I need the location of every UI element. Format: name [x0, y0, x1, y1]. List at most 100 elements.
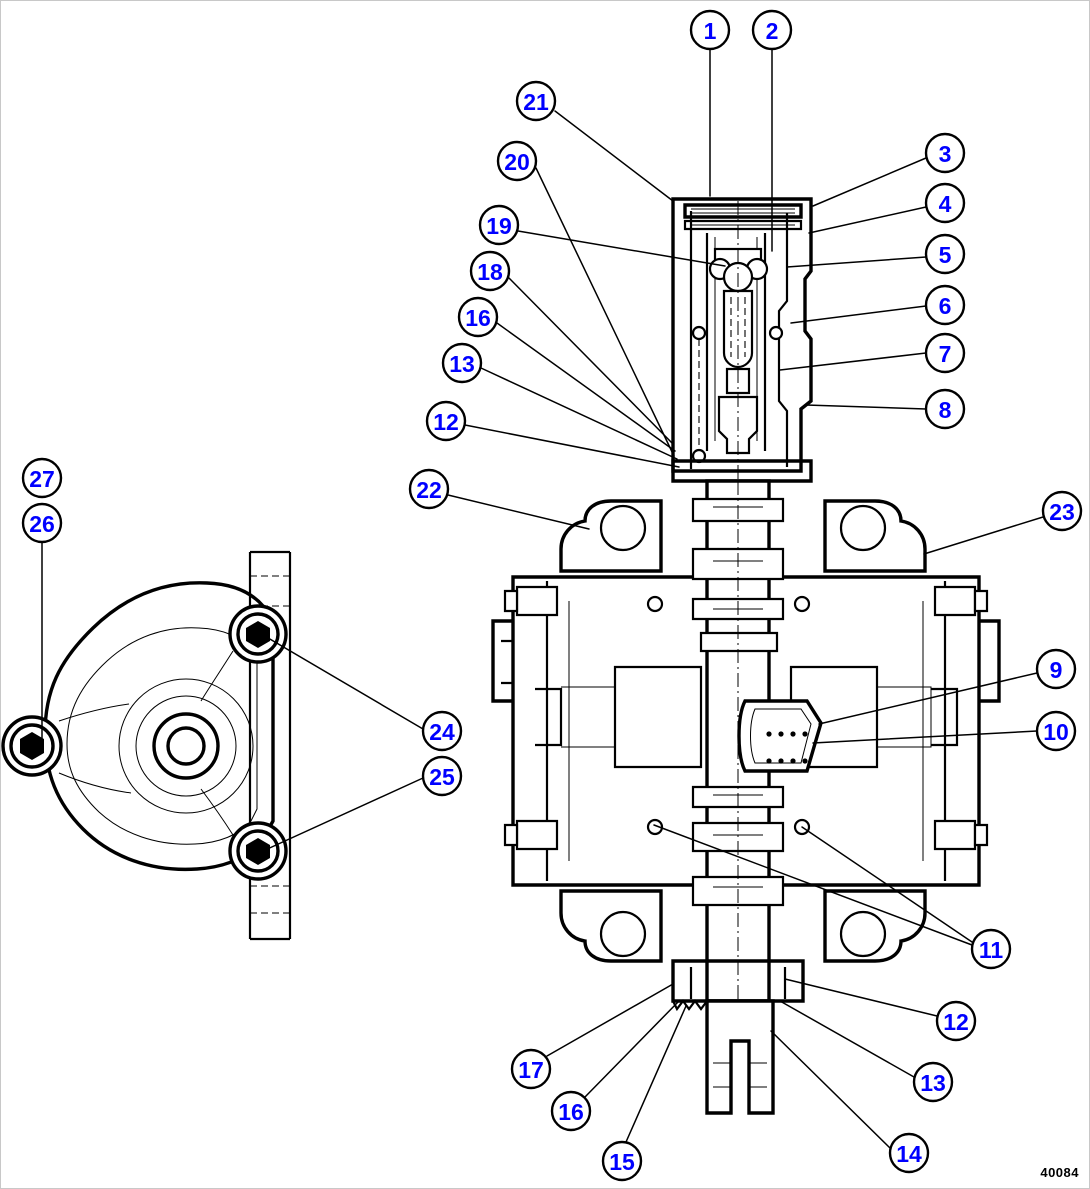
callout-leader-7 [779, 352, 927, 371]
callout-number: 13 [449, 351, 475, 377]
callout-number: 9 [1050, 657, 1063, 683]
body-bolt-ul [503, 585, 559, 617]
callout-leader-15 [625, 1005, 687, 1143]
clevis-fork [705, 999, 775, 1115]
callout-number: 17 [518, 1057, 544, 1083]
callout-number: 20 [504, 149, 530, 175]
callout-23[interactable]: 23 [1041, 490, 1083, 532]
seal-dots-bottom [766, 758, 808, 764]
callout-number: 24 [429, 719, 455, 745]
callout-12[interactable]: 12 [425, 400, 467, 442]
callout-11[interactable]: 11 [970, 928, 1012, 970]
callout-number: 6 [939, 293, 952, 319]
callout-bubble [21, 457, 63, 499]
cover-bolt-top [228, 604, 288, 664]
callout-14[interactable]: 14 [888, 1132, 930, 1174]
callout-leader-21 [554, 110, 674, 202]
callout-5[interactable]: 5 [924, 233, 966, 275]
cover-bolt-left [1, 715, 63, 777]
valve-top-cartridge [671, 197, 813, 483]
callout-number: 1 [704, 18, 717, 44]
callout-leader-9 [818, 672, 1038, 725]
callout-number: 4 [939, 191, 952, 217]
callout-number: 12 [943, 1009, 969, 1035]
callout-number: 21 [523, 89, 549, 115]
callout-8[interactable]: 8 [924, 388, 966, 430]
callout-leader-16 [496, 322, 676, 452]
callout-leader-23 [923, 516, 1044, 555]
callout-number: 18 [477, 259, 503, 285]
callout-25[interactable]: 25 [421, 755, 463, 797]
callout-number: 16 [558, 1099, 584, 1125]
callout-leader-22 [447, 494, 590, 530]
callout-leader-19 [517, 230, 726, 267]
callout-bubble [441, 342, 483, 384]
o-ring-right [768, 325, 784, 341]
valve-spool-stack [691, 479, 785, 1041]
callout-bubble [515, 80, 557, 122]
callout-26[interactable]: 26 [21, 502, 63, 544]
callout-22[interactable]: 22 [408, 468, 450, 510]
callout-leader-4 [808, 206, 927, 234]
callout-15[interactable]: 15 [601, 1140, 643, 1182]
callout-7[interactable]: 7 [924, 332, 966, 374]
callout-bubble [1035, 710, 1077, 752]
callout-17[interactable]: 17 [510, 1048, 552, 1090]
callout-number: 13 [920, 1070, 946, 1096]
callout-24[interactable]: 24 [421, 710, 463, 752]
callout-number: 27 [29, 466, 55, 492]
cover-inner-contour [66, 627, 258, 845]
callout-6[interactable]: 6 [924, 284, 966, 326]
callout-number: 25 [429, 764, 455, 790]
callout-leader-12 [784, 978, 938, 1017]
valve-section-view [491, 197, 1001, 1115]
callout-bubble [1041, 490, 1083, 532]
callout-bubble [510, 1048, 552, 1090]
callout-13[interactable]: 13 [912, 1061, 954, 1103]
callout-bubble [924, 182, 966, 224]
callout-bubble [496, 140, 538, 182]
callout-12[interactable]: 12 [935, 1000, 977, 1042]
seal-dots-top [766, 731, 808, 737]
callout-leader-16 [584, 1000, 680, 1098]
callout-leader-10 [812, 730, 1038, 744]
callout-9[interactable]: 9 [1035, 648, 1077, 690]
callout-4[interactable]: 4 [924, 182, 966, 224]
callout-number: 15 [609, 1149, 635, 1175]
callout-2[interactable]: 2 [751, 9, 793, 51]
callout-27[interactable]: 27 [21, 457, 63, 499]
body-plug-ul [646, 595, 664, 613]
callout-leader-24 [262, 634, 424, 730]
callout-21[interactable]: 21 [515, 80, 557, 122]
callout-20[interactable]: 20 [496, 140, 538, 182]
callout-13[interactable]: 13 [441, 342, 483, 384]
end-cover-view [1, 550, 292, 941]
callout-1[interactable]: 1 [689, 9, 731, 51]
callout-bubble [21, 502, 63, 544]
callout-bubble [478, 204, 520, 246]
cover-web-top [200, 650, 234, 702]
callout-3[interactable]: 3 [924, 132, 966, 174]
callout-18[interactable]: 18 [469, 250, 511, 292]
callout-16[interactable]: 16 [550, 1090, 592, 1132]
callout-bubble [550, 1090, 592, 1132]
callout-number: 19 [486, 213, 512, 239]
valve-body-block [511, 575, 981, 887]
callout-number: 22 [416, 477, 442, 503]
callout-number: 3 [939, 141, 952, 167]
callout-number: 7 [939, 341, 952, 367]
callout-16[interactable]: 16 [457, 296, 499, 338]
callout-bubble [689, 9, 731, 51]
callout-leader-11 [653, 824, 973, 946]
callout-bubble [425, 400, 467, 442]
body-bolt-lr [933, 819, 989, 851]
cover-boss-mid [135, 695, 237, 797]
callout-leader-12 [464, 424, 680, 468]
callout-19[interactable]: 19 [478, 204, 520, 246]
callout-bubble [457, 296, 499, 338]
callout-bubble [421, 710, 463, 752]
callout-10[interactable]: 10 [1035, 710, 1077, 752]
callout-bubble [924, 332, 966, 374]
